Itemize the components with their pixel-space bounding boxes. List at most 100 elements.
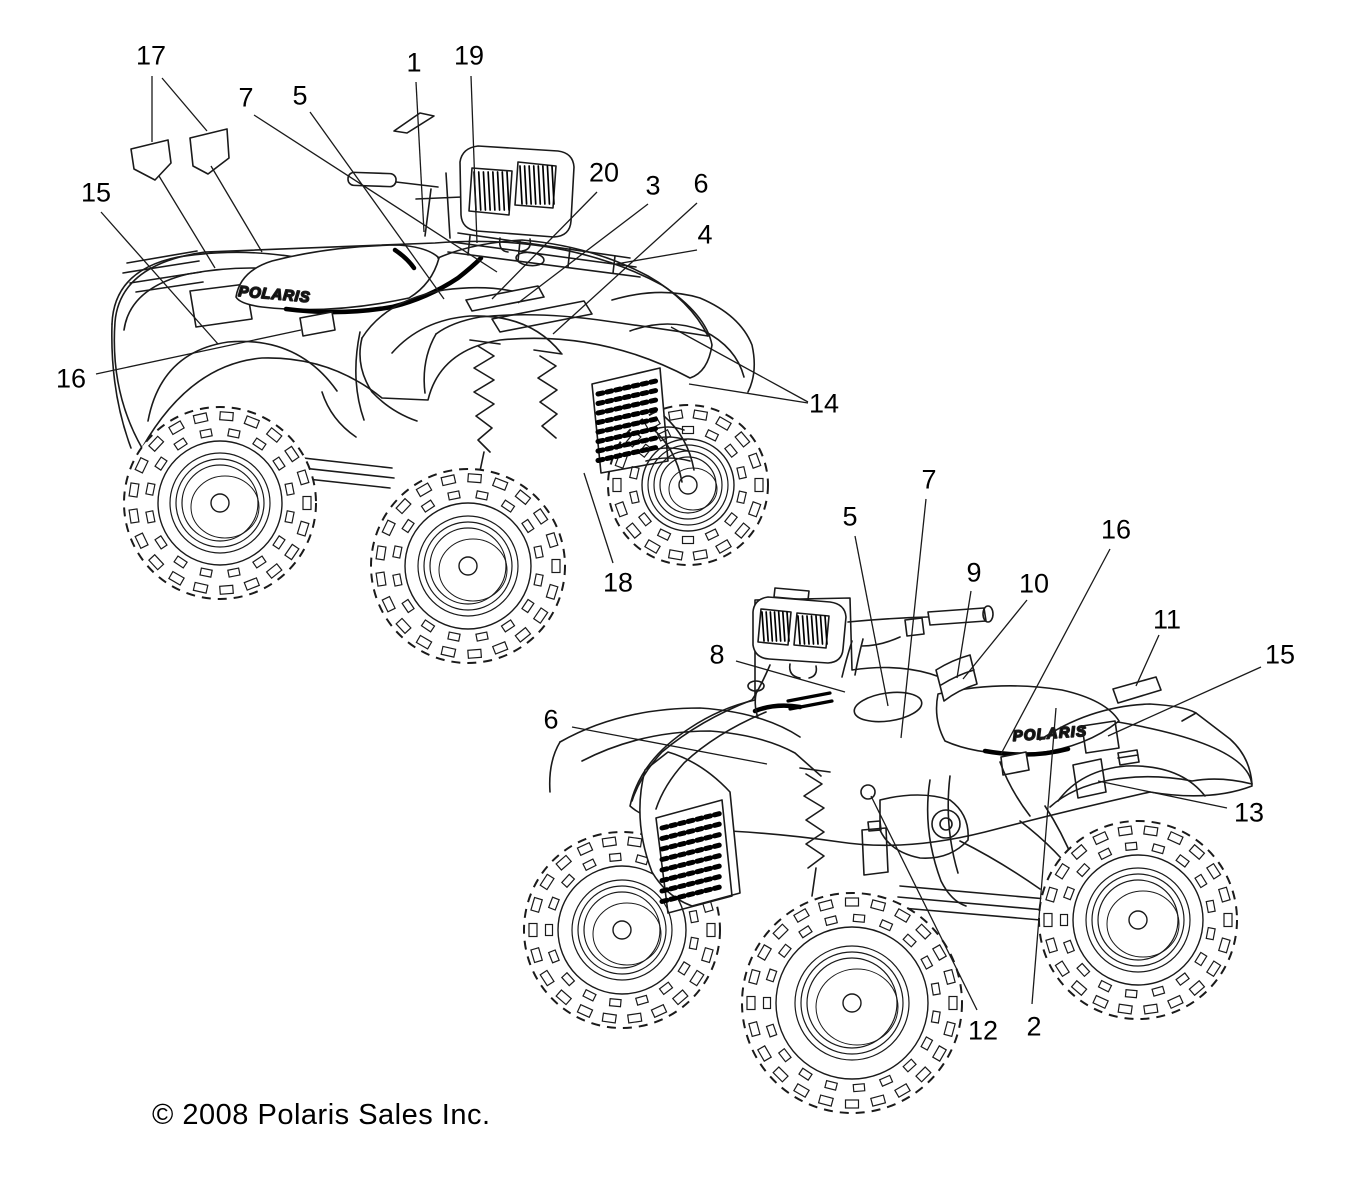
tire-knob [500, 619, 516, 633]
tire-knob [627, 1012, 643, 1024]
tire-knob [1194, 951, 1208, 967]
tire-knob [491, 641, 509, 655]
headlight-hatch [482, 171, 487, 211]
tire-knob [762, 996, 772, 1010]
tire-knob [817, 899, 834, 912]
tire-knob [415, 634, 433, 650]
tire-knob [1070, 843, 1088, 861]
tire-knob [302, 495, 312, 511]
tire-knob [748, 968, 761, 985]
grille-row [659, 831, 725, 852]
atv2-grip [927, 607, 987, 626]
tire-knob [145, 510, 156, 524]
grille-row [595, 397, 659, 416]
headlight-hatch [797, 615, 801, 645]
tire-knob [1059, 913, 1069, 927]
leader-line-4 [615, 249, 698, 265]
leader-line-14 [670, 326, 809, 403]
tire-knob [544, 923, 554, 937]
tire-knob [1062, 886, 1076, 901]
tire-knob [381, 595, 396, 613]
tire-knob [637, 511, 653, 527]
decal-parallelogram-11 [1112, 676, 1162, 704]
tire-knob [128, 482, 140, 498]
tire-knob [192, 581, 209, 594]
tire-knob [154, 535, 168, 550]
leader-line-8 [735, 660, 846, 693]
tire-knob [475, 631, 489, 642]
atv2-near-wheel-layer [741, 820, 1238, 1114]
tire-knob [199, 567, 213, 578]
callout-number-12: 12 [968, 1016, 998, 1046]
wheel [741, 892, 963, 1114]
tire-knob [1124, 841, 1138, 851]
tire-knob [1054, 960, 1071, 978]
floating-decals [130, 112, 1162, 704]
tire-knob [798, 925, 813, 939]
tire-knob [555, 854, 573, 871]
tire-knob [772, 1066, 789, 1083]
tire-knob [539, 969, 555, 987]
tire-knob [440, 474, 457, 487]
tire-knob [700, 946, 714, 964]
callout-number-10: 10 [1019, 569, 1049, 599]
callout-number-18: 18 [603, 568, 633, 598]
leader-line-14 [688, 383, 809, 404]
tire-knob [521, 598, 535, 614]
tire-knob [265, 562, 283, 580]
tire-knob [467, 473, 483, 484]
headlight-hatch [769, 611, 774, 642]
callout-number-6: 6 [543, 705, 558, 735]
tire-knob [265, 426, 283, 444]
tire-knob [1188, 979, 1206, 997]
tire-knob [644, 538, 661, 555]
atv1-line-art: POLARIS [111, 145, 756, 489]
tire-knob [656, 528, 672, 541]
grille-row [659, 810, 725, 831]
headlight-hatch [765, 611, 770, 642]
tire-knob [284, 482, 295, 496]
atv1-headlight-right [514, 161, 557, 209]
headlight-hatch [761, 611, 765, 642]
wheel [123, 406, 317, 600]
leader-line-16 [1000, 548, 1111, 755]
callout-number-7: 7 [238, 83, 253, 113]
tire-knob [681, 535, 695, 545]
tire-knob [532, 607, 549, 625]
tire-knob [612, 477, 622, 493]
tire-knob [677, 961, 691, 976]
tire-knob [629, 490, 640, 505]
leader-line-18 [583, 472, 614, 564]
tire-knob [582, 858, 597, 872]
headlight-hatch [801, 615, 806, 645]
tire-knob [168, 420, 185, 436]
tire-knob [635, 994, 649, 1006]
leader-line-7 [900, 498, 927, 739]
tire-knob [1205, 899, 1216, 914]
tire-knob [765, 1023, 778, 1038]
atv2-fender-bracket [1072, 758, 1107, 799]
tire-knob [715, 415, 732, 432]
tire-knob [689, 969, 705, 987]
tire-knob [467, 648, 483, 659]
tire-knob [1223, 912, 1233, 928]
tire-knob [530, 946, 544, 964]
callout-number-5: 5 [842, 502, 857, 532]
tire-knob [134, 532, 149, 550]
tire-knob [1117, 825, 1133, 837]
headlight-hatch [496, 171, 501, 211]
headlight-hatch [810, 615, 815, 645]
callout-number-8: 8 [709, 640, 724, 670]
tire-knob [736, 490, 747, 505]
tire-knob [930, 1010, 941, 1024]
tire-knob [931, 1045, 948, 1062]
headlight-hatch [773, 611, 778, 642]
leader-line-5 [309, 111, 445, 300]
tire-knob [1097, 979, 1113, 993]
headlight-hatch [506, 171, 510, 211]
atv2-headlight-left [757, 608, 792, 646]
decal-pentagon-right-17 [189, 128, 230, 175]
tire-knob [1092, 994, 1109, 1010]
tire-knob [375, 571, 387, 587]
